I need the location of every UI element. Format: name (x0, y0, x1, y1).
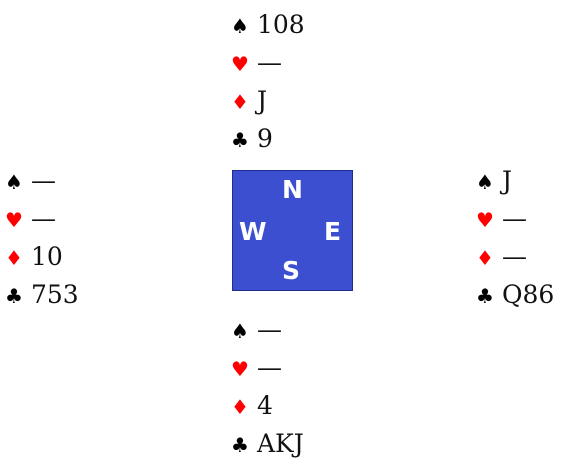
west-hand: ♠— ♥— ♦10 ♣753 (5, 162, 125, 314)
south-spades-row: ♠— (231, 311, 351, 349)
east-clubs-row: ♣ Q86 (476, 276, 566, 314)
heart-icon: ♥ (476, 208, 494, 232)
spade-icon: ♠ (476, 170, 494, 194)
north-diamonds-cards: J (257, 86, 268, 115)
south-diamonds-row: ♦4 (231, 387, 351, 425)
club-icon: ♣ (231, 128, 249, 152)
east-hearts-cards: — (502, 204, 527, 233)
heart-icon: ♥ (5, 208, 23, 232)
heart-icon: ♥ (231, 357, 249, 381)
compass-north-label: N (282, 175, 303, 204)
club-icon: ♣ (476, 284, 494, 308)
spade-icon: ♠ (231, 14, 249, 38)
north-clubs-cards: 9 (257, 124, 273, 153)
north-clubs-row: ♣9 (231, 120, 351, 158)
compass-east-label: E (324, 217, 342, 246)
spade-icon: ♠ (231, 319, 249, 343)
club-icon: ♣ (231, 433, 249, 457)
east-hearts-row: ♥— (476, 200, 566, 238)
west-spades-cards: — (31, 166, 56, 195)
south-clubs-row: ♣ AKJ (231, 425, 351, 463)
east-hand: ♠J ♥— ♦— ♣Q86 (476, 162, 566, 314)
south-spades-cards: — (257, 315, 282, 344)
diamond-icon: ♦ (476, 246, 494, 270)
south-hearts-row: ♥— (231, 349, 351, 387)
east-clubs-cards: Q86 (502, 280, 555, 309)
compass-rose: N W E S (232, 170, 353, 291)
heart-icon: ♥ (231, 52, 249, 76)
west-diamonds-row: ♦ 10 (5, 238, 125, 276)
compass-south-label: S (282, 256, 301, 285)
north-hearts-cards: — (257, 48, 282, 77)
east-diamonds-row: ♦— (476, 238, 566, 276)
south-clubs-cards: AKJ (257, 429, 304, 458)
north-spades-cards: 108 (257, 10, 305, 39)
west-diamonds-cards: 10 (31, 242, 63, 271)
spade-icon: ♠ (5, 170, 23, 194)
west-clubs-row: ♣ 753 (5, 276, 125, 314)
west-hearts-row: ♥— (5, 200, 125, 238)
diamond-icon: ♦ (231, 395, 249, 419)
east-spades-cards: J (502, 166, 513, 195)
west-clubs-cards: 753 (31, 280, 79, 309)
north-hearts-row: ♥— (231, 44, 351, 82)
compass-west-label: W (239, 217, 267, 246)
north-diamonds-row: ♦J (231, 82, 351, 120)
south-hand: ♠— ♥— ♦4 ♣AKJ (231, 311, 351, 463)
diamond-icon: ♦ (231, 90, 249, 114)
south-hearts-cards: — (257, 353, 282, 382)
north-spades-row: ♠ 108 (231, 6, 351, 44)
north-hand: ♠108 ♥— ♦J ♣9 (231, 6, 351, 158)
club-icon: ♣ (5, 284, 23, 308)
south-diamonds-cards: 4 (257, 391, 273, 420)
diamond-icon: ♦ (5, 246, 23, 270)
west-spades-row: ♠— (5, 162, 125, 200)
east-spades-row: ♠J (476, 162, 566, 200)
east-diamonds-cards: — (502, 242, 527, 271)
west-hearts-cards: — (31, 204, 56, 233)
